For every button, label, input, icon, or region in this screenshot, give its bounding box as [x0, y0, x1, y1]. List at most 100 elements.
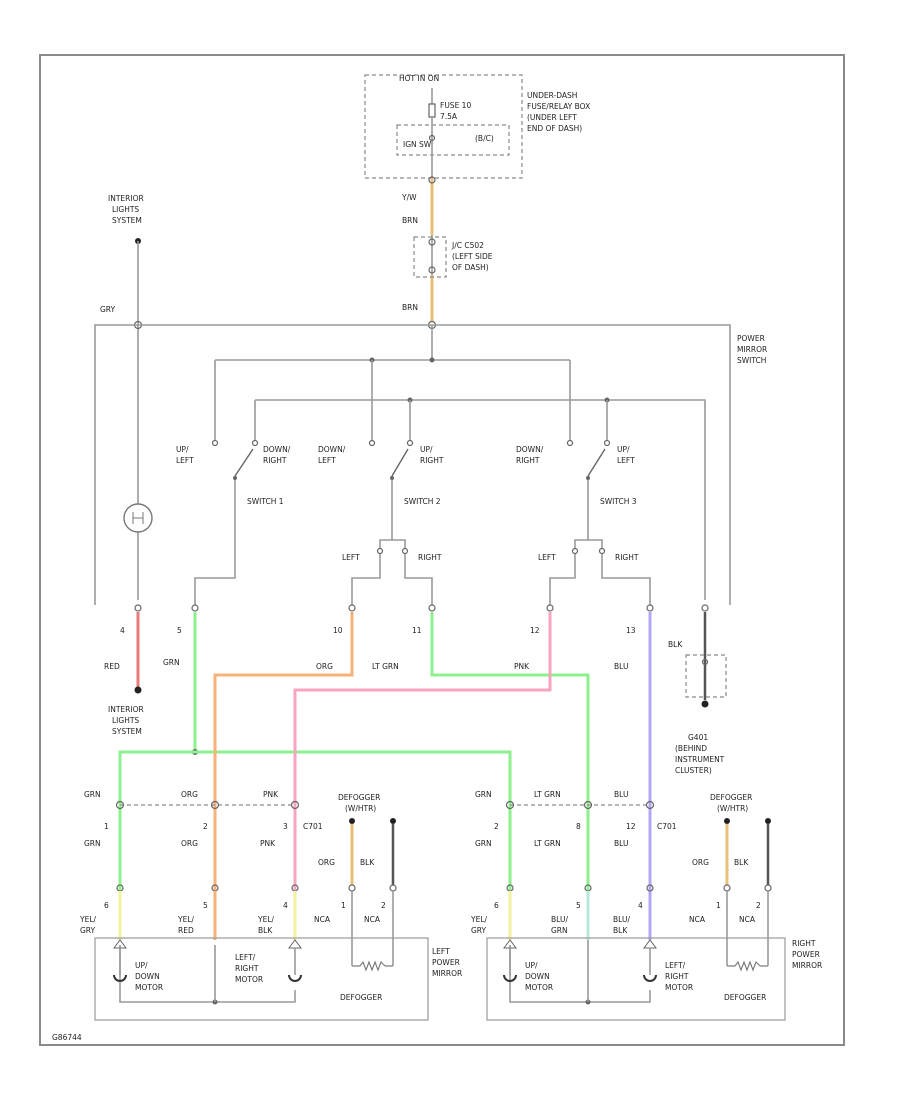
right-mirror-pin-5: 5	[576, 901, 581, 910]
wire-label-pnk: PNK	[514, 662, 530, 671]
interior-top-label-1: INTERIOR	[108, 194, 144, 203]
switch2-name: SWITCH 2	[404, 497, 441, 506]
junction-label-2: (LEFT SIDE	[452, 252, 493, 261]
switch-connector: 4 5 10 11 12 13	[120, 604, 709, 635]
switch1-right-label-2: RIGHT	[263, 456, 287, 465]
switch1-left-label-2: LEFT	[176, 456, 194, 465]
right-motor1-1: UP/	[525, 961, 538, 970]
interior-lower-label-3: SYSTEM	[112, 727, 142, 736]
left-motor1-3: MOTOR	[135, 983, 163, 992]
left-c701-label: C701	[303, 822, 323, 831]
switch2-select-left: LEFT	[342, 553, 360, 562]
left-nca-1: NCA	[314, 915, 331, 924]
right-mirror-pin-2: 2	[756, 901, 761, 910]
pin-12: 12	[530, 626, 540, 635]
right-grn-2: GRN	[475, 839, 492, 848]
right-motor2-1: LEFT/	[665, 961, 686, 970]
left-c701-pin-1: 1	[104, 822, 109, 831]
left-wire-1b: GRY	[80, 926, 96, 935]
right-motor2-2: RIGHT	[665, 972, 689, 981]
right-c701-ltgrn: LT GRN	[534, 790, 561, 799]
switch2-right-label-1: UP/	[420, 445, 433, 454]
right-nca-2: NCA	[739, 915, 756, 924]
switch1-left-label-1: UP/	[176, 445, 189, 454]
power-mirror-switch: POWER MIRROR SWITCH UP/ LEFT	[94, 324, 767, 605]
wire-label-brn-1: BRN	[402, 216, 418, 225]
left-mirror-name-3: MIRROR	[432, 969, 462, 978]
left-c701-pin-2: 2	[203, 822, 208, 831]
right-nca-1: NCA	[689, 915, 706, 924]
left-motor2-2: RIGHT	[235, 964, 259, 973]
right-defogger-label-1: DEFOGGER	[710, 793, 752, 802]
left-wire-3b: BLK	[258, 926, 273, 935]
fuse-location-3: (UNDER LEFT	[527, 113, 577, 122]
fuse-code-label: (B/C)	[475, 134, 494, 143]
right-mirror-pin-1: 1	[716, 901, 721, 910]
switch3-select-left: LEFT	[538, 553, 556, 562]
wire-label-ltgrn: LT GRN	[372, 662, 399, 671]
right-wire-3b: BLK	[613, 926, 628, 935]
wire-label-blu: BLU	[614, 662, 628, 671]
interior-lower-label-2: LIGHTS	[112, 716, 139, 725]
left-c701-pin-3: 3	[283, 822, 288, 831]
right-mirror-pin-4: 4	[638, 901, 643, 910]
wire-label-blk: BLK	[668, 640, 683, 649]
switch2-right-label-2: RIGHT	[420, 456, 444, 465]
wire-label-org: ORG	[316, 662, 333, 671]
right-def-org: ORG	[692, 858, 709, 867]
right-mirror-section: GRN LT GRN BLU 2 8 12 C701 GRN LT GRN BL…	[470, 790, 822, 1021]
left-wire-2b: RED	[178, 926, 194, 935]
interior-lower-label-1: INTERIOR	[108, 705, 144, 714]
left-motor2-3: MOTOR	[235, 975, 263, 984]
wire-label-red: RED	[104, 662, 120, 671]
left-motor1-2: DOWN	[135, 972, 160, 981]
right-motor1-3: MOTOR	[525, 983, 553, 992]
left-mirror-pin-6: 6	[104, 901, 109, 910]
left-c701-grn: GRN	[84, 790, 101, 799]
pin-13: 13	[626, 626, 636, 635]
right-wire-3a: BLU/	[613, 915, 630, 924]
left-motor2-1: LEFT/	[235, 953, 256, 962]
switch3-right-label-2: LEFT	[617, 456, 635, 465]
left-defogger-label-2: (W/HTR)	[345, 804, 376, 813]
left-mirror-pin-4: 4	[283, 901, 288, 910]
switch1-name: SWITCH 1	[247, 497, 284, 506]
left-mirror-name-2: POWER	[432, 958, 460, 967]
pin-4: 4	[120, 626, 125, 635]
fuse-location-4: END OF DASH)	[527, 124, 582, 133]
switch-header-3: SWITCH	[737, 356, 766, 365]
switch2-select-right: RIGHT	[418, 553, 442, 562]
right-wire-1b: GRY	[471, 926, 487, 935]
left-wire-3a: YEL/	[257, 915, 274, 924]
switch3-left-label-1: DOWN/	[516, 445, 544, 454]
fuse-number-label: FUSE 10	[440, 101, 471, 110]
right-c701-blu: BLU	[614, 790, 628, 799]
right-mirror-pin-6: 6	[494, 901, 499, 910]
left-nca-2: NCA	[364, 915, 381, 924]
wire-label-grn: GRN	[163, 658, 180, 667]
right-wire-2a: BLU/	[551, 915, 568, 924]
right-wire-1a: YEL/	[470, 915, 487, 924]
pin-5: 5	[177, 626, 182, 635]
pin-10: 10	[333, 626, 343, 635]
switch3-right-label-1: UP/	[617, 445, 630, 454]
switch2-left-label-1: DOWN/	[318, 445, 346, 454]
junction-label-1: J/C C502	[451, 241, 484, 250]
wire-label-gry: GRY	[100, 305, 116, 314]
right-defogger-element: DEFOGGER	[724, 993, 766, 1002]
right-defogger-label-2: (W/HTR)	[717, 804, 748, 813]
right-motor1-2: DOWN	[525, 972, 550, 981]
left-def-blk: BLK	[360, 858, 375, 867]
right-c701-pin-2: 2	[494, 822, 499, 831]
diagram-frame	[39, 54, 845, 1046]
left-c701-pnk: PNK	[263, 790, 279, 799]
fuse-hot-label: HOT IN ON	[399, 74, 439, 83]
colored-wires: RED GRN ORG LT GRN PNK BLU BLK	[104, 612, 727, 940]
lower-labels: INTERIOR LIGHTS SYSTEM G401 (BEHIND INST…	[108, 705, 725, 775]
ground-label-2: (BEHIND	[675, 744, 707, 753]
switch1-right-label-1: DOWN/	[263, 445, 291, 454]
pin-11: 11	[412, 626, 422, 635]
left-org-2: ORG	[181, 839, 198, 848]
fuse-location-1: UNDER-DASH	[527, 91, 577, 100]
